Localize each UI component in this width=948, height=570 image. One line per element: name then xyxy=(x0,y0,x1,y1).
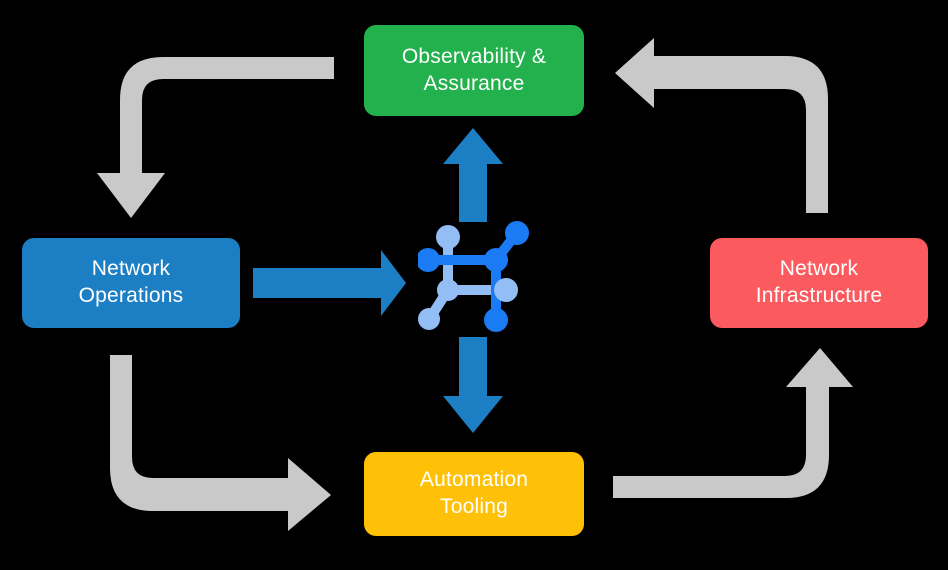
node-automation-tooling[interactable]: Automation Tooling xyxy=(364,452,584,536)
node-label-infrastructure: Network Infrastructure xyxy=(755,257,883,307)
node-observability-assurance[interactable]: Observability & Assurance xyxy=(364,25,584,116)
blue-arrow-center-to-automation xyxy=(443,337,503,433)
gray-arrow-operations-to-automation xyxy=(110,355,331,531)
node-network-operations[interactable]: Network Operations xyxy=(22,238,240,328)
topology-light-nodes xyxy=(418,225,518,330)
node-network-infrastructure[interactable]: Network Infrastructure xyxy=(710,238,928,328)
gray-arrow-observability-to-operations xyxy=(97,57,334,218)
node-label-observability: Observability & Assurance xyxy=(401,44,547,95)
blue-arrow-center-to-observability xyxy=(443,128,503,222)
node-label-operations: Network Operations xyxy=(78,257,184,307)
gray-arrow-infrastructure-to-observability xyxy=(615,38,828,213)
node-label-automation: Automation Tooling xyxy=(419,468,529,518)
blue-arrow-operations-to-center xyxy=(253,250,406,316)
gray-arrow-automation-to-infrastructure xyxy=(613,348,853,498)
topology-dark-nodes xyxy=(418,221,529,332)
network-topology-icon xyxy=(418,221,529,332)
